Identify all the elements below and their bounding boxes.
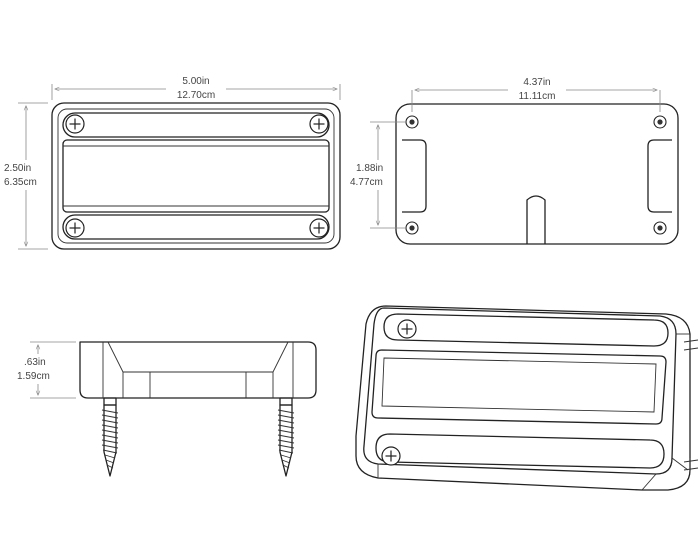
dim-label: 11.11cm — [519, 91, 556, 102]
screw-icon — [309, 218, 329, 238]
iso-bottom-rail — [375, 433, 665, 469]
dim-label: .63in — [24, 357, 46, 368]
screw-icon — [65, 218, 85, 238]
front-top-rail — [62, 112, 330, 138]
front-window — [62, 139, 330, 213]
iso-window — [371, 349, 667, 425]
back-left-slot — [402, 139, 427, 213]
dim-back-width: 4.37in 11.11cm — [411, 77, 661, 112]
wood-screw-icon — [277, 397, 295, 477]
iso-top-rail — [383, 313, 669, 347]
screw-icon — [65, 114, 85, 134]
stud-icon — [653, 115, 667, 129]
stud-icon — [405, 221, 419, 235]
front-view — [51, 102, 341, 250]
stud-icon — [653, 221, 667, 235]
isometric-view — [355, 305, 699, 491]
side-view — [79, 341, 317, 477]
screw-icon — [397, 319, 417, 339]
stud-icon — [405, 115, 419, 129]
dim-label: 4.37in — [523, 77, 550, 88]
dim-back-height: 1.88in 4.77cm — [350, 121, 406, 229]
dim-label: 2.50in — [4, 163, 31, 174]
back-cable-port — [526, 195, 546, 244]
back-view — [395, 103, 679, 245]
dim-label: 12.70cm — [177, 90, 215, 101]
dim-label: 4.77cm — [350, 177, 383, 188]
dim-label: 6.35cm — [4, 177, 37, 188]
front-inner-frame — [57, 108, 335, 244]
screw-icon — [381, 446, 401, 466]
front-bottom-rail — [62, 214, 330, 240]
back-right-slot — [647, 139, 672, 213]
dim-label: 1.88in — [356, 163, 383, 174]
dim-label: 5.00in — [182, 76, 209, 87]
screw-icon — [309, 114, 329, 134]
iso-stud-icon — [683, 338, 699, 472]
wood-screw-icon — [101, 397, 119, 477]
dim-side-depth: .63in 1.59cm — [14, 341, 76, 399]
back-plate — [395, 103, 679, 245]
front-outer-frame — [51, 102, 341, 250]
dim-front-width: 5.00in 12.70cm — [51, 76, 341, 101]
side-body — [79, 341, 317, 399]
dim-label: 1.59cm — [17, 371, 50, 382]
dim-front-height: 2.50in 6.35cm — [4, 102, 48, 250]
